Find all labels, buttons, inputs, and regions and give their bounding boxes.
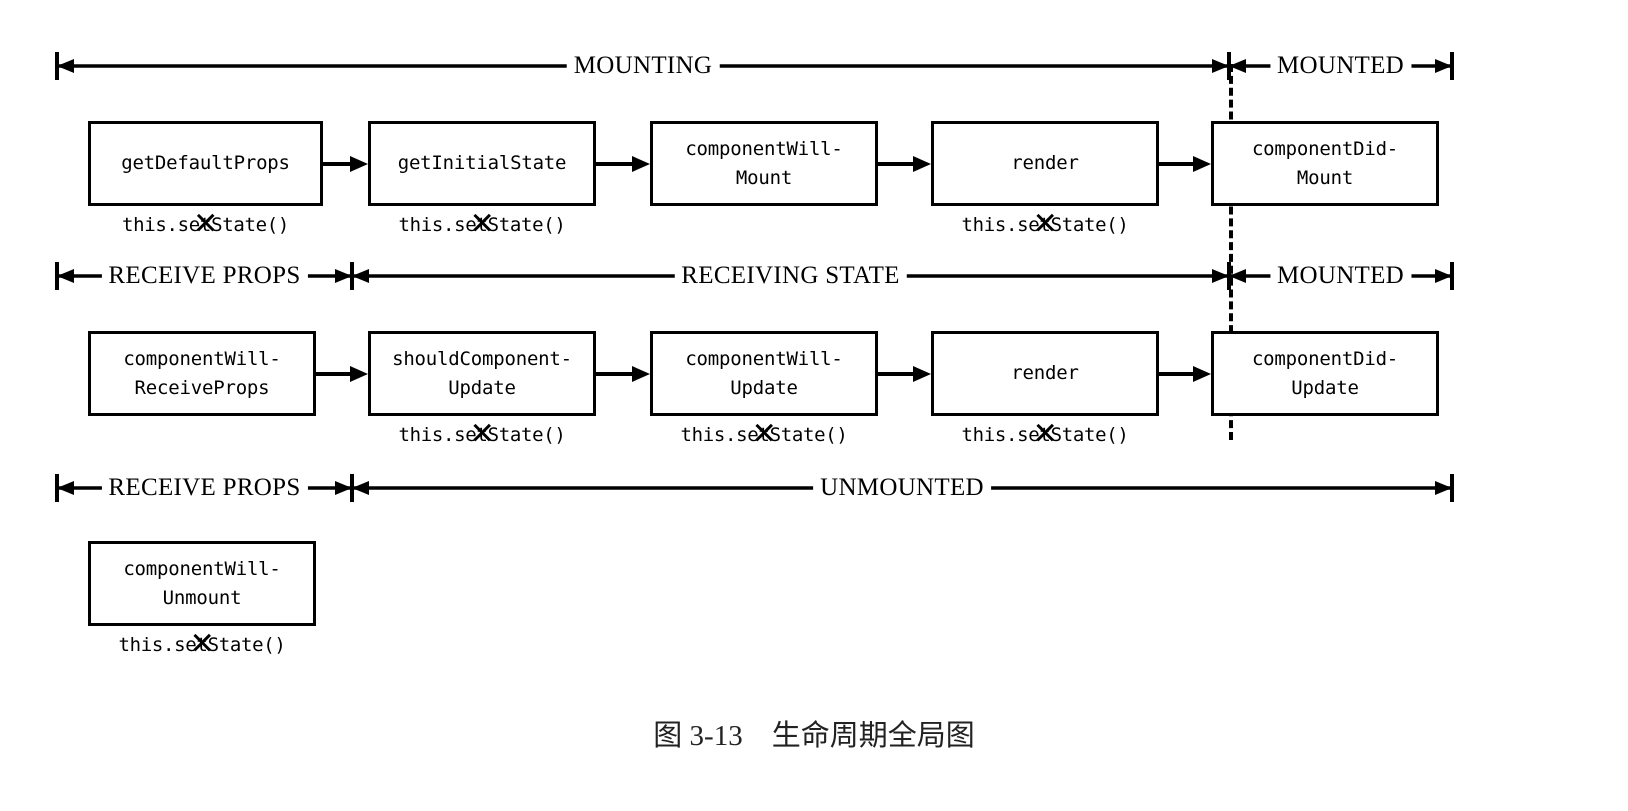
lifecycle-box[interactable]: getInitialState bbox=[368, 121, 596, 206]
lifecycle-box[interactable]: render bbox=[931, 331, 1159, 416]
lifecycle-box[interactable]: componentWill- Mount bbox=[650, 121, 878, 206]
setstate-text: this.setState() bbox=[961, 424, 1129, 446]
phase-label-unmounted: UNMOUNTED bbox=[813, 474, 991, 502]
setstate-disallowed-label: this.setState()✕ bbox=[398, 419, 566, 449]
flow-arrow bbox=[878, 362, 931, 386]
lifecycle-box[interactable]: getDefaultProps bbox=[88, 121, 323, 206]
mounted-divider bbox=[1229, 64, 1233, 440]
phase-label-receive-props: RECEIVE PROPS bbox=[101, 474, 308, 502]
flow-arrow bbox=[323, 152, 368, 176]
lifecycle-box[interactable]: shouldComponent- Update bbox=[368, 331, 596, 416]
flow-arrow bbox=[316, 362, 368, 386]
setstate-text: this.setState() bbox=[398, 214, 566, 236]
setstate-text: this.setState() bbox=[398, 424, 566, 446]
lifecycle-box[interactable]: componentDid- Update bbox=[1211, 331, 1439, 416]
phase-label-mounting: MOUNTING bbox=[566, 52, 720, 80]
setstate-disallowed-label: this.setState()✕ bbox=[961, 419, 1129, 449]
setstate-disallowed-label: this.setState()✕ bbox=[680, 419, 848, 449]
setstate-disallowed-label: this.setState()✕ bbox=[398, 209, 566, 239]
setstate-text: this.setState() bbox=[118, 634, 286, 656]
flow-arrow bbox=[596, 152, 650, 176]
setstate-text: this.setState() bbox=[121, 214, 290, 236]
setstate-disallowed-label: this.setState()✕ bbox=[118, 629, 286, 659]
lifecycle-box[interactable]: render bbox=[931, 121, 1159, 206]
phase-label-receive-props: RECEIVE PROPS bbox=[101, 262, 308, 290]
flow-arrow bbox=[1159, 362, 1211, 386]
lifecycle-box[interactable]: componentWill- Update bbox=[650, 331, 878, 416]
figure-caption: 图 3-13 生命周期全局图 bbox=[653, 720, 975, 752]
flow-arrow bbox=[596, 362, 650, 386]
setstate-disallowed-label: this.setState()✕ bbox=[961, 209, 1129, 239]
flow-arrow bbox=[878, 152, 931, 176]
lifecycle-box[interactable]: componentDid- Mount bbox=[1211, 121, 1439, 206]
lifecycle-box[interactable]: componentWill- ReceiveProps bbox=[88, 331, 316, 416]
phase-label-mounted: MOUNTED bbox=[1269, 262, 1412, 290]
setstate-text: this.setState() bbox=[680, 424, 848, 446]
lifecycle-box[interactable]: componentWill- Unmount bbox=[88, 541, 316, 626]
setstate-text: this.setState() bbox=[961, 214, 1129, 236]
phase-label-receiving-state: RECEIVING STATE bbox=[674, 262, 907, 290]
setstate-disallowed-label: this.setState()✕ bbox=[121, 209, 290, 239]
phase-label-mounted: MOUNTED bbox=[1269, 52, 1412, 80]
flow-arrow bbox=[1159, 152, 1211, 176]
